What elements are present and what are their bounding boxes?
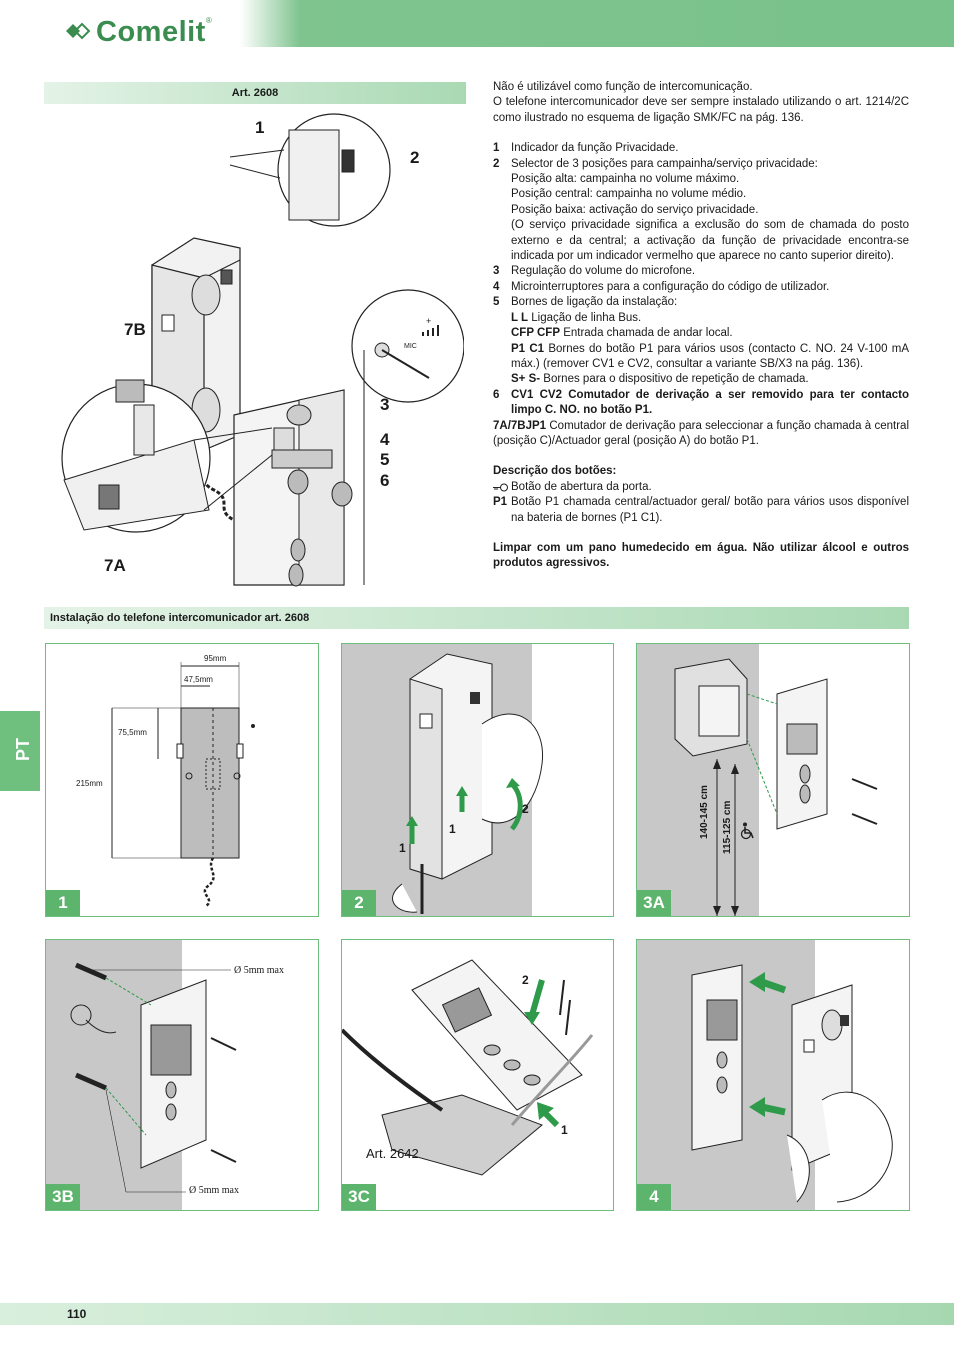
step-1-label: 1 [561,1123,568,1137]
language-tab: PT [0,711,40,791]
callout-6: 6 [380,471,390,490]
height-drawing [637,644,878,916]
fixing-drawing [46,940,237,1210]
step-1b-label: 1 [449,822,456,836]
callout-4: 4 [380,430,390,449]
buttons-title: Descrição dos botões: [493,465,617,478]
dim-47: 47,5mm [184,675,213,684]
install-title-bar: Instalação do telefone intercomunicador … [44,607,909,629]
svg-text:+: + [426,316,431,326]
zoom-circle-jumper [61,379,273,533]
zoom-circle-mic: MIC + [351,289,464,403]
page-number: 110 [67,1307,87,1321]
step-2-label: 2 [522,802,529,816]
step-1-label: 1 [399,841,406,855]
step-2-label: 2 [522,973,529,987]
dim-95: 95mm [204,654,227,663]
wiring-drawing [342,959,594,1176]
panel-label: 3B [46,1184,80,1210]
hole-label-1: Ø 5mm max [234,965,284,976]
language-tab-label: PT [13,737,34,762]
cleaning-note: Limpar com um pano humedecido em água. N… [493,541,909,570]
panel-4-closing: 4 [636,939,910,1211]
panel-3b-fixing: Ø 5mm max Ø 5mm max 3B [45,939,319,1211]
description-text: Não é utilizável como função de intercom… [493,80,909,572]
comelit-logo-icon [66,22,91,40]
sub-item: Posição alta: campainha no volume máximo… [511,173,740,186]
zoom-circle-indicator [229,113,391,227]
footer-bar [0,1303,954,1325]
callout-7b: 7B [124,320,146,339]
callout-7a: 7A [104,556,126,575]
panel-3c-wiring: Art. 2642 1 2 3C [341,939,614,1211]
sub-item: P1 C1 Bornes do botão P1 para vários uso… [511,342,909,370]
list-item: Botão de abertura da porta. [493,480,909,495]
base-unit-drawing [233,350,365,587]
panel-label: 3C [342,1184,376,1210]
intro-line-1: Não é utilizável como função de intercom… [493,81,753,93]
dimension-drawing [111,662,255,908]
brand-reg: ® [205,16,213,25]
panel-label: 3A [637,890,671,916]
article-title-bar: Art. 2608 [44,82,466,104]
panel-label: 1 [46,890,80,916]
sub-item: CFP CFP Entrada chamada de andar local. [511,327,733,340]
art-label: Art. 2642 [366,1146,419,1161]
callout-2: 2 [410,148,420,167]
hole-label-2: Ø 5mm max [189,1185,239,1196]
panel-1-dimensions: 95mm 47,5mm 75,5mm 215mm 1 [45,643,319,917]
sub-item: L L Ligação de linha Bus. [511,311,642,324]
product-exploded-illustration: MIC + [61,113,464,587]
height-label-2: 115-125 cm [722,800,733,854]
intro-line-2: O telefone intercomunicador deve ser sem… [493,96,909,124]
key-icon [493,483,508,492]
callout-3: 3 [380,395,390,414]
panel-2-opening: 1 1 2 2 [341,643,614,917]
list-item: 7A/7BJP1 Comutador de derivação para sel… [493,419,909,447]
sub-item: Posição central: campainha no volume méd… [511,188,747,201]
sub-item: S+ S- Bornes para o dispositivo de repet… [511,373,809,386]
sub-item: Posição baixa: activação do serviço priv… [511,203,759,216]
panel-label: 4 [637,1184,671,1210]
height-label-1: 140-145 cm [699,785,710,839]
dim-75: 75,5mm [118,728,147,737]
brand-logo: Comelit® [96,16,212,49]
dim-215: 215mm [76,779,103,788]
closing-drawing [637,940,893,1210]
panel-3a-height: 140-145 cm 115-125 cm 3A [636,643,910,917]
header-bar [0,0,954,47]
wheelchair-icon [740,822,754,840]
brand-name: Comelit [96,16,206,48]
callout-5: 5 [380,450,390,469]
sub-item: (O serviço privacidade significa a exclu… [511,219,909,263]
panel-label: 2 [342,890,376,916]
svg-text:MIC: MIC [404,343,417,350]
opening-drawing [342,644,544,916]
callout-1: 1 [255,118,265,137]
